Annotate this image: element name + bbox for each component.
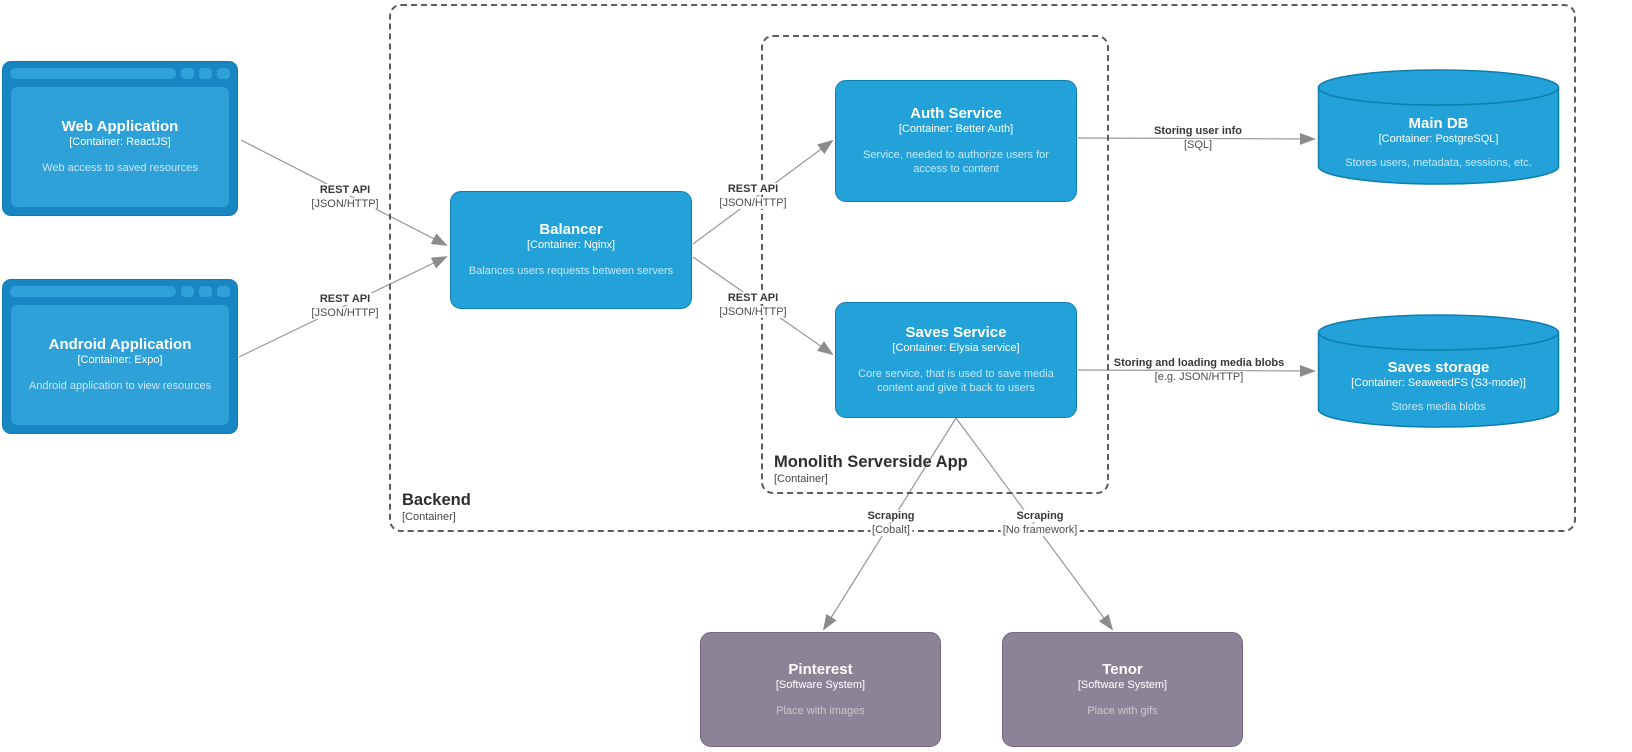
node-subtitle: [Container: Elysia service] xyxy=(892,342,1020,355)
node-subtitle: [Container: SeaweedFS (S3-mode)] xyxy=(1351,377,1526,390)
boundary-monolith-serverside-app[interactable]: Monolith Serverside App [Container] xyxy=(761,35,1109,494)
database-cylinder-icon xyxy=(1317,314,1560,428)
edge-label-text: REST API xyxy=(725,291,781,304)
browser-titlebar xyxy=(3,62,237,84)
browser-body: Web Application [Container: ReactJS] Web… xyxy=(11,87,229,207)
node-description: Balances users requests between servers xyxy=(468,265,674,278)
node-description: Place with images xyxy=(776,704,865,717)
node-text: Main DB [Container: PostgreSQL] Stores u… xyxy=(1317,68,1560,186)
edge-label-web-to-balancer: REST API [JSON/HTTP] xyxy=(309,183,381,211)
node-text: Saves storage [Container: SeaweedFS (S3-… xyxy=(1317,313,1560,429)
node-subtitle: [Software System] xyxy=(1077,678,1168,691)
edge-label-saves-to-tenor: Scraping [No framework] xyxy=(1000,509,1080,537)
node-description: Core service, that is used to save media… xyxy=(858,368,1054,395)
edge-tech-text: [JSON/HTTP] xyxy=(717,306,789,319)
browser-button-icon xyxy=(217,67,230,79)
boundary-type: [Container] xyxy=(402,511,456,523)
node-subtitle: [Software System] xyxy=(775,678,866,691)
browser-button-icon xyxy=(199,285,212,297)
node-android-application[interactable]: Android Application [Container: Expo] An… xyxy=(2,279,238,434)
edge-label-auth-to-maindb: Storing user info [SQL] xyxy=(1152,124,1244,152)
node-title: Balancer xyxy=(539,221,603,239)
node-title: Auth Service xyxy=(910,105,1002,123)
node-title: Android Application xyxy=(48,336,192,354)
node-balancer[interactable]: Balancer [Container: Nginx] Balances use… xyxy=(450,191,692,309)
edge-label-balancer-to-auth: REST API [JSON/HTTP] xyxy=(717,182,789,210)
boundary-backend[interactable]: Backend [Container] xyxy=(389,4,1576,532)
edge-tech-text: [JSON/HTTP] xyxy=(309,307,381,320)
browser-button-icon xyxy=(181,285,194,297)
node-subtitle: [Container: Better Auth] xyxy=(898,123,1014,136)
browser-button-icon xyxy=(199,67,212,79)
edge-label-text: REST API xyxy=(725,182,781,195)
edge-label-saves-to-storage: Storing and loading media blobs [e.g. JS… xyxy=(1111,356,1287,384)
node-pinterest[interactable]: Pinterest [Software System] Place with i… xyxy=(700,632,941,747)
browser-button-icon xyxy=(181,67,194,79)
browser-body: Android Application [Container: Expo] An… xyxy=(11,305,229,425)
edge-tech-text: [e.g. JSON/HTTP] xyxy=(1152,371,1246,384)
boundary-title: Monolith Serverside App xyxy=(774,453,968,472)
boundary-backend-label: Backend [Container] xyxy=(402,491,471,523)
node-description: Place with gifs xyxy=(1087,704,1158,717)
node-title: Saves Service xyxy=(905,324,1007,342)
node-subtitle: [Container: PostgreSQL] xyxy=(1378,133,1499,146)
edge-label-text: Storing and loading media blobs xyxy=(1111,356,1287,369)
node-tenor[interactable]: Tenor [Software System] Place with gifs xyxy=(1002,632,1243,747)
edge-label-text: Scraping xyxy=(865,509,917,522)
node-description: Web access to saved resources xyxy=(42,162,198,175)
edge-label-text: REST API xyxy=(317,183,373,196)
edge-label-saves-to-pinterest: Scraping [Cobalt] xyxy=(865,509,917,537)
edge-tech-text: [Cobalt] xyxy=(870,524,912,537)
edge-tech-text: [SQL] xyxy=(1181,139,1215,152)
node-saves-service[interactable]: Saves Service [Container: Elysia service… xyxy=(835,302,1077,418)
node-subtitle: [Container: ReactJS] xyxy=(69,136,171,149)
node-title: Saves storage xyxy=(1387,359,1490,377)
edge-label-text: Storing user info xyxy=(1152,124,1244,137)
boundary-title: Backend xyxy=(402,491,471,510)
edge-label-android-to-balancer: REST API [JSON/HTTP] xyxy=(309,292,381,320)
edge-label-text: REST API xyxy=(317,292,373,305)
edge-label-text: Scraping xyxy=(1014,509,1066,522)
browser-button-icon xyxy=(217,285,230,297)
node-title: Main DB xyxy=(1408,115,1469,133)
node-auth-service[interactable]: Auth Service [Container: Better Auth] Se… xyxy=(835,80,1077,202)
node-saves-storage[interactable]: Saves storage [Container: SeaweedFS (S3-… xyxy=(1317,313,1560,429)
node-title: Pinterest xyxy=(788,660,853,678)
node-description: Service, needed to authorize users for a… xyxy=(863,149,1049,176)
boundary-monolith-label: Monolith Serverside App [Container] xyxy=(774,453,968,485)
node-description: Stores users, metadata, sessions, etc. xyxy=(1345,157,1532,170)
browser-titlebar xyxy=(3,280,237,302)
browser-address-bar-icon xyxy=(10,285,176,297)
node-main-db[interactable]: Main DB [Container: PostgreSQL] Stores u… xyxy=(1317,68,1560,186)
node-description: Android application to view resources xyxy=(28,380,212,393)
database-cylinder-icon xyxy=(1317,69,1560,185)
edge-tech-text: [JSON/HTTP] xyxy=(309,198,381,211)
node-subtitle: [Container: Expo] xyxy=(77,354,163,367)
node-title: Tenor xyxy=(1102,660,1143,678)
node-title: Web Application xyxy=(61,118,179,136)
node-description: Stores media blobs xyxy=(1391,401,1486,414)
browser-address-bar-icon xyxy=(10,67,176,79)
edge-tech-text: [JSON/HTTP] xyxy=(717,197,789,210)
edge-label-balancer-to-saves: REST API [JSON/HTTP] xyxy=(717,291,789,319)
boundary-type: [Container] xyxy=(774,473,828,485)
edge-tech-text: [No framework] xyxy=(1000,524,1080,537)
node-web-application[interactable]: Web Application [Container: ReactJS] Web… xyxy=(2,61,238,216)
node-subtitle: [Container: Nginx] xyxy=(526,239,616,252)
